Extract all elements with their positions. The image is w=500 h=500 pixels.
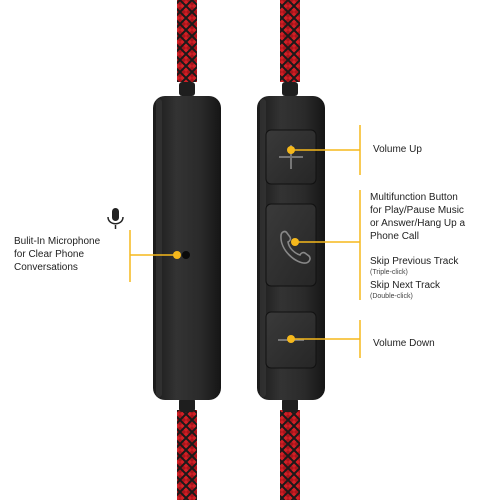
- phone-icon: [280, 230, 311, 264]
- skip-previous-label: Skip Previous Track: [370, 256, 459, 267]
- microphone-hole: [182, 251, 190, 259]
- multifunction-label-line-1: Multifunction Button: [370, 192, 458, 203]
- multifunction-label-line-3: or Answer/Hang Up a: [370, 218, 466, 229]
- remote-control-body: [257, 96, 325, 400]
- volume-up-button[interactable]: [265, 129, 317, 185]
- multifunction-label-line-4: Phone Call: [370, 231, 419, 242]
- microphone-label-line-2: for Clear Phone: [14, 249, 85, 260]
- multifunction-label-line-2: for Play/Pause Music: [370, 205, 464, 216]
- skip-next-label: Skip Next Track: [370, 280, 441, 291]
- callouts: [129, 125, 361, 358]
- volume-up-label: Volume Up: [373, 144, 422, 155]
- volume-down-label: Volume Down: [373, 338, 435, 349]
- microphone-label-line-1: Bulit-In Microphone: [14, 236, 101, 247]
- skip-previous-hint: (Triple-click): [370, 269, 408, 276]
- microphone-icon: [107, 208, 124, 229]
- multifunction-button[interactable]: [265, 203, 317, 287]
- microphone-housing: [153, 96, 221, 400]
- microphone-label-line-3: Conversations: [14, 262, 78, 273]
- right-cable: [280, 0, 300, 500]
- left-cable: [177, 0, 197, 500]
- skip-next-hint: (Double-click): [370, 293, 413, 300]
